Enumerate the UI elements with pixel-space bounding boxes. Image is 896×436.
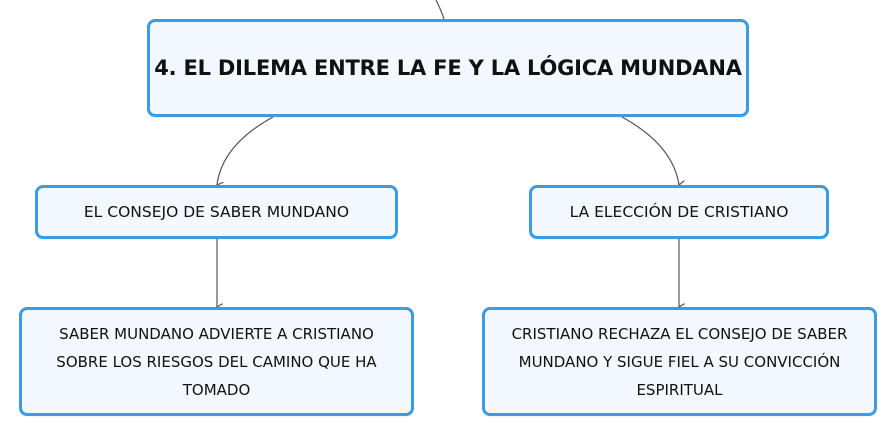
connector-from-parent bbox=[435, 0, 445, 20]
leaf-node-rechazo[interactable]: CRISTIANO RECHAZA EL CONSEJO DE SABER MU… bbox=[482, 307, 877, 416]
main-topic-node[interactable]: 4. EL DILEMA ENTRE LA FE Y LA LÓGICA MUN… bbox=[147, 19, 749, 117]
branch-label-eleccion: LA ELECCIÓN DE CRISTIANO bbox=[569, 203, 789, 221]
branch-label-consejo: EL CONSEJO DE SABER MUNDANO bbox=[83, 203, 350, 221]
branch-node-eleccion[interactable]: LA ELECCIÓN DE CRISTIANO bbox=[529, 185, 829, 239]
connector-main-to-left bbox=[217, 116, 274, 185]
leaf-node-advertencia[interactable]: SABER MUNDANO ADVIERTE A CRISTIANO SOBRE… bbox=[19, 307, 414, 416]
leaf-label-rechazo: CRISTIANO RECHAZA EL CONSEJO DE SABER MU… bbox=[511, 324, 848, 399]
branch-node-consejo[interactable]: EL CONSEJO DE SABER MUNDANO bbox=[35, 185, 398, 239]
leaf-label-advertencia: SABER MUNDANO ADVIERTE A CRISTIANO SOBRE… bbox=[56, 324, 377, 399]
main-topic-label: 4. EL DILEMA ENTRE LA FE Y LA LÓGICA MUN… bbox=[154, 56, 742, 80]
connector-main-to-right bbox=[621, 116, 679, 185]
